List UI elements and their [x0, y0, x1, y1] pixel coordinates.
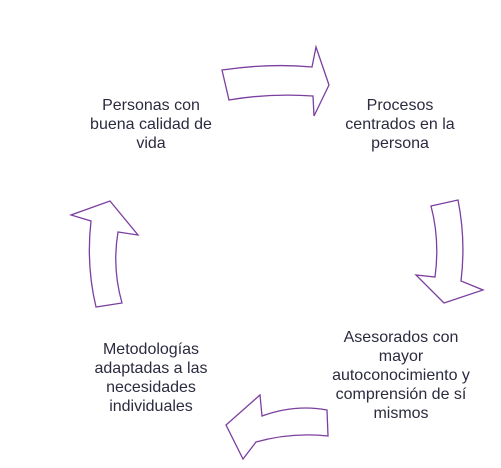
node-metodologias-adaptadas: Metodologías adaptadas a las necesidades… [94, 341, 208, 415]
node-personas-calidad-vida: Personas con buena calidad de vida [90, 97, 212, 152]
arrow-up-icon [68, 200, 140, 308]
arrow-down-icon [414, 199, 485, 304]
node-procesos-centrados: Procesos centrados en la persona [345, 97, 455, 152]
node-asesorados-autoconocimiento: Asesorados con mayor autoconocimiento y … [332, 329, 470, 422]
arrow-right-icon [221, 44, 330, 117]
arrow-left-icon [225, 393, 329, 461]
